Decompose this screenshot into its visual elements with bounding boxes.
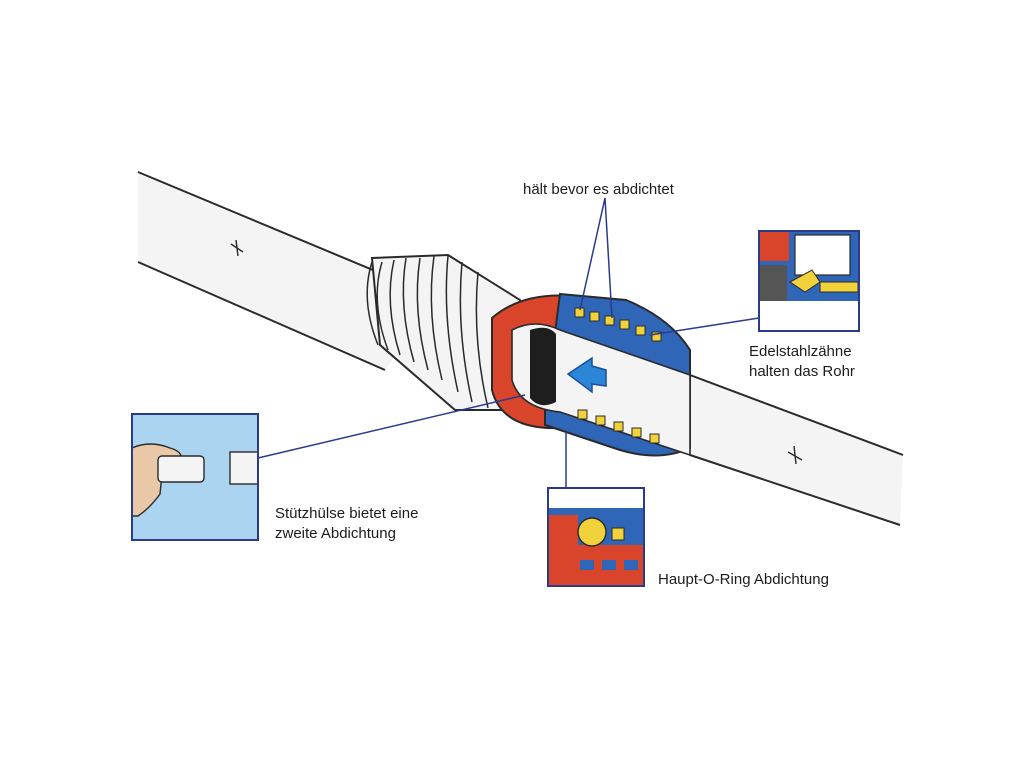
label-support-sleeve-line1: Stützhülse bietet eine [275,505,419,522]
inset-teeth-detail [758,230,860,332]
pipe-marking-icon [230,239,244,257]
leader-lines [257,197,760,488]
inset-support-sleeve [131,413,259,541]
fitting-body [366,253,691,457]
label-main-oring: Haupt-O-Ring Abdichtung [658,571,829,588]
label-hold-before-seal: hält bevor es abdichtet [523,181,674,198]
label-support-sleeve: Stützhülse bietet eine zweite Abdichtung [275,504,418,544]
label-steel-teeth-line2: halten das Rohr [749,363,855,380]
label-support-sleeve-line2: zweite Abdichtung [275,525,396,542]
arrow-icon [566,356,607,394]
right-pipe [689,374,904,526]
pipe-marking-icon [787,445,803,465]
label-steel-teeth-line1: Edelstahlzähne [749,343,852,360]
inset-oring-detail [547,487,645,587]
label-steel-teeth: Edelstahlzähne halten das Rohr [749,342,855,382]
